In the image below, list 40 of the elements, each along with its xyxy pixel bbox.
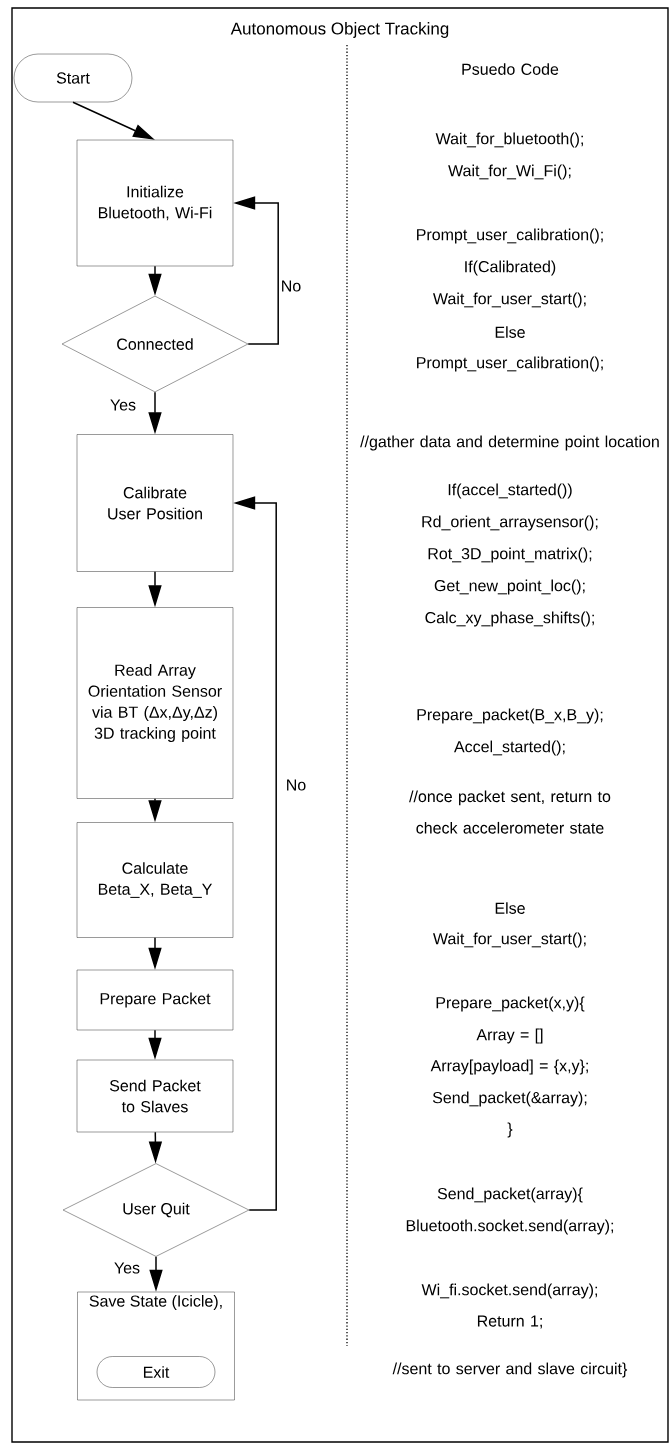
code-line: Wait_for_Wi_Fi(); bbox=[448, 164, 571, 180]
process-box: Calculate Beta_X, Beta_Y bbox=[76, 822, 234, 938]
code-line: Send_packet(array){ bbox=[437, 1187, 583, 1203]
process-box: Send Packet to Slaves bbox=[76, 1059, 234, 1133]
process-box: Prepare Packet bbox=[76, 969, 234, 1031]
code-line: Calc_xy_phase_shifts(); bbox=[425, 611, 594, 627]
code-line: Return 1; bbox=[477, 1315, 542, 1329]
code-line: Else bbox=[495, 902, 525, 914]
code-heading: Psuedo Code bbox=[462, 63, 559, 75]
code-line: Rot_3D_point_matrix(); bbox=[428, 547, 592, 563]
code-line: Wait_for_user_start(); bbox=[433, 292, 586, 308]
code-line: Prepare_packet(x,y){ bbox=[436, 996, 585, 1012]
title: Autonomous Object Tracking bbox=[230, 22, 449, 38]
code-line: Bluetooth.socket.send(array); bbox=[406, 1219, 614, 1235]
code-line: Array = [] bbox=[476, 1028, 543, 1044]
code-line: Rd_orient_arraysensor(); bbox=[422, 515, 598, 531]
process-box: Read Array Orientation Sensor via BT (Δx,Δy,Δz) 3D tracking point bbox=[76, 607, 234, 799]
code-line: //gather data and determine point location bbox=[360, 435, 659, 451]
code-line: Get_new_point_loc(); bbox=[434, 579, 585, 595]
process-box: Calibrate User Position bbox=[76, 434, 234, 572]
code-line: //once packet sent, return to check accelerometer state bbox=[409, 790, 611, 834]
edge-label: Yes bbox=[108, 398, 138, 412]
edge-label: No bbox=[279, 279, 303, 293]
code-line: Send_packet(&array); bbox=[432, 1091, 587, 1107]
code-line: Wait_for_user_start(); bbox=[433, 932, 586, 948]
code-line: Else bbox=[495, 326, 525, 338]
edge-label: No bbox=[284, 778, 308, 792]
code-line: If(Calibrated) bbox=[465, 260, 556, 276]
code-line: Array[payload] = {x,y}; bbox=[430, 1059, 588, 1075]
code-line: Prompt_user_calibration(); bbox=[417, 228, 603, 244]
process-box: Initialize Bluetooth, Wi-Fi bbox=[76, 139, 234, 267]
code-line: If(accel_started()) bbox=[448, 483, 572, 499]
code-line: //sent to server and slave circuit} bbox=[392, 1362, 628, 1378]
code-line: Prepare_packet(B_x,B_y); bbox=[417, 708, 603, 724]
code-line: } bbox=[507, 1122, 513, 1138]
code-line: Wait_for_bluetooth(); bbox=[435, 132, 583, 148]
code-line: Accel_started(); bbox=[454, 740, 565, 756]
code-line: Wi_fi.socket.send(array); bbox=[421, 1283, 597, 1299]
code-line: Prompt_user_calibration(); bbox=[417, 356, 603, 372]
edge-label: Yes bbox=[112, 1261, 142, 1275]
